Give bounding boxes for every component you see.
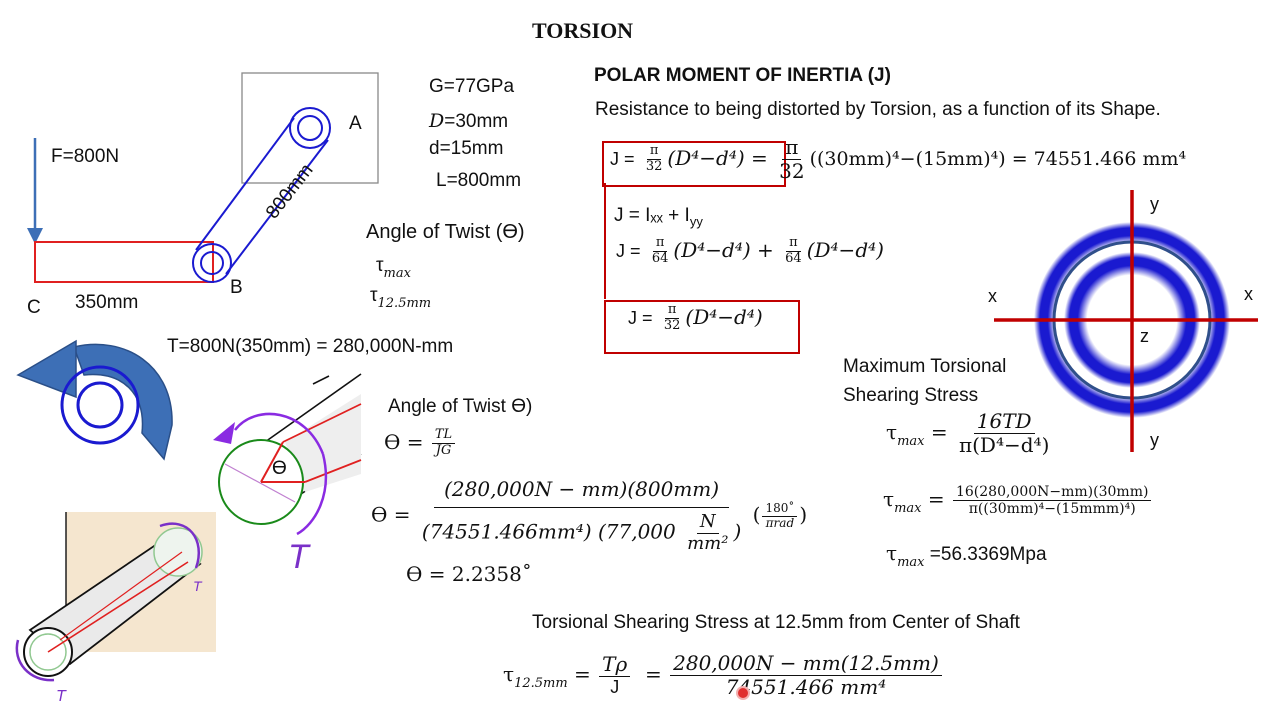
crank-diagram [27, 72, 379, 283]
j-result-box [604, 300, 800, 354]
torque-equation: T=800N(350mm) = 280,000N-mm [167, 336, 454, 357]
polar-description: Resistance to being distorted by Torsion… [595, 99, 1161, 120]
shear-125-heading: Torsional Shearing Stress at 12.5mm from… [532, 612, 1020, 633]
torque-rings-diagram [16, 339, 173, 461]
twist-header: Angle of Twist (ϴ) [366, 221, 525, 243]
axis-z: z [1140, 326, 1149, 346]
shaft-length: L=800mm [436, 170, 522, 191]
j-definition-box [602, 141, 786, 187]
inner-diameter: d=15mm [429, 138, 504, 159]
point-b-label: B [230, 277, 243, 298]
shaft-twist-sketch [205, 373, 362, 594]
j-bracket-line [604, 183, 606, 299]
twist-substituted: ϴ = (280,000N − mm)(800mm) (74551.466mm⁴… [371, 477, 808, 554]
torque-t-label: T [288, 538, 309, 576]
cross-section-diagram [994, 190, 1258, 452]
torque-t-small-top: T [193, 578, 202, 594]
j-sum-line: J = Iₓₓ + Iyy [614, 205, 703, 229]
tau-125-label: τ12.5mm [370, 285, 432, 311]
max-stress-substituted: τmax = 16(280,000N−mm)(30mm)π((30mm)⁴−(1… [883, 484, 1153, 517]
axis-x-left: x [988, 286, 997, 306]
theta-label-sketch: ϴ [272, 458, 287, 479]
torque-t-small-bottom: T [56, 688, 66, 705]
page-title: TORSION [532, 18, 634, 43]
cursor-pointer [736, 686, 750, 700]
shear-modulus: G=77GPa [429, 76, 515, 97]
max-stress-heading-2: Shearing Stress [843, 385, 979, 406]
outer-diameter: D=30mm [429, 110, 509, 132]
twist-calc-heading: Angle of Twist ϴ) [388, 396, 533, 417]
shaft-perspective-sketch [15, 512, 216, 682]
axis-y-bottom: y [1150, 430, 1159, 450]
axis-x-right: x [1244, 284, 1253, 304]
point-a-label: A [349, 113, 362, 134]
axis-y-top: y [1150, 194, 1159, 214]
force-label: F=800N [51, 146, 120, 167]
polar-heading: POLAR MOMENT OF INERTIA (J) [594, 65, 891, 86]
point-c-label: C [27, 297, 41, 318]
twist-result: ϴ = 2.2358˚ [406, 562, 532, 586]
tau-max-label: τmax [376, 255, 411, 281]
max-stress-result: τmax =56.3369Mpa [886, 541, 1047, 570]
arm-length-label: 350mm [75, 292, 139, 313]
max-stress-heading-1: Maximum Torsional [843, 356, 1007, 377]
